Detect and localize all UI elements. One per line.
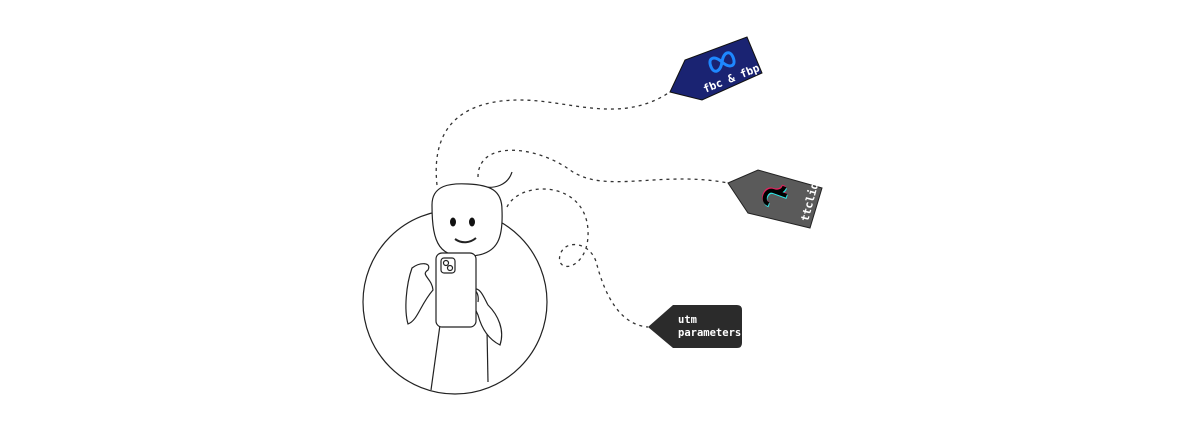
hair-curl: [477, 171, 513, 188]
connector-meta: [435, 91, 671, 186]
phone-lens-1: [442, 259, 450, 267]
smile: [454, 237, 477, 244]
torso-right: [486, 329, 489, 383]
tag-tiktok: ttclid: [727, 169, 823, 229]
phone-lens-2: [446, 264, 454, 272]
connector-utm: [506, 188, 649, 328]
tag-utm-line2: parameters: [678, 327, 741, 339]
left-arm: [405, 263, 434, 325]
phone: [435, 252, 477, 328]
tag-utm-shape: [648, 305, 742, 348]
phone-camera-module: [440, 257, 456, 274]
right-eye: [469, 217, 475, 227]
tag-utm: utm parameters: [648, 305, 742, 348]
tag-tiktok-shape: [727, 169, 823, 229]
tiktok-logo-icon: [762, 184, 788, 208]
tag-utm-line1: utm: [678, 314, 697, 326]
tag-meta: fbc & fbp: [669, 36, 763, 101]
tag-meta-shape: [669, 36, 763, 101]
head: [431, 183, 503, 257]
torso-left: [430, 324, 441, 391]
left-eye: [450, 217, 456, 227]
person-with-phone: [362, 171, 548, 395]
connector-tiktok: [477, 149, 729, 184]
